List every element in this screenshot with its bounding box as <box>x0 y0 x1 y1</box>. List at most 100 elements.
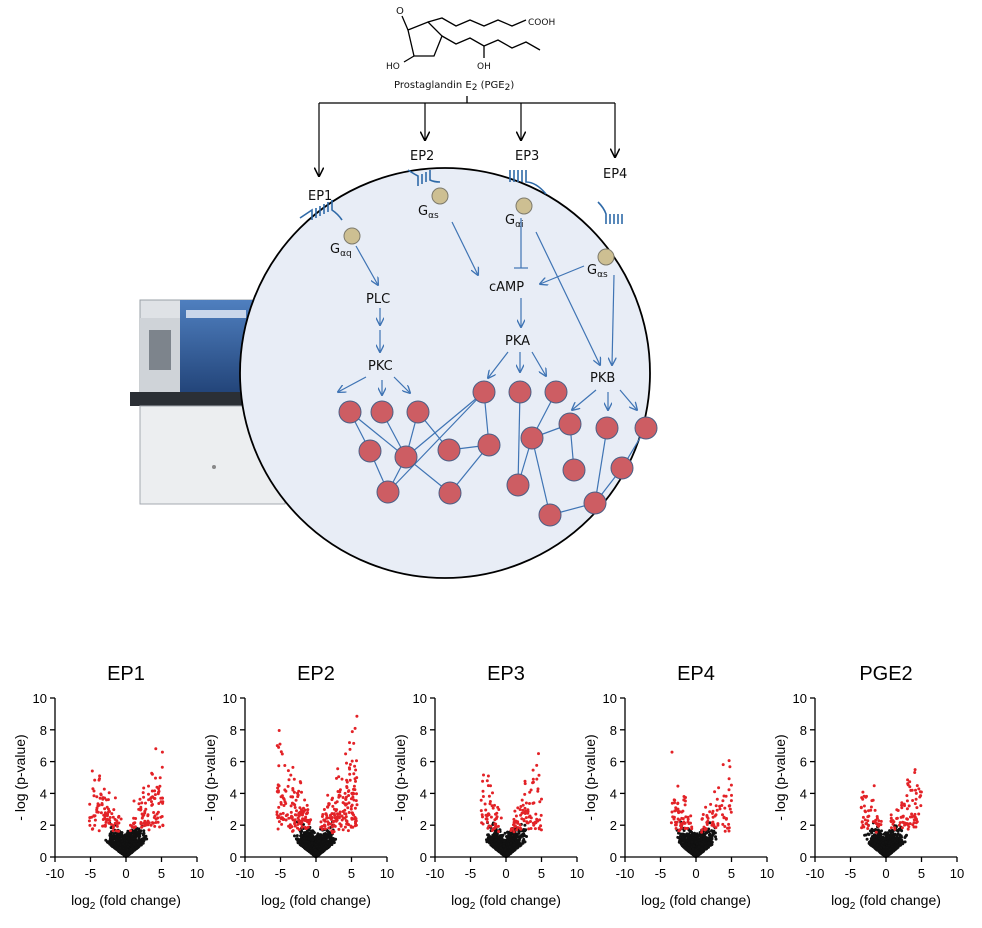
nonsignificant-point <box>710 835 714 839</box>
significant-point <box>107 807 110 811</box>
axis-lines <box>244 698 387 858</box>
significant-point <box>154 776 157 780</box>
significant-point <box>147 821 151 825</box>
significant-point <box>348 767 352 771</box>
nonsignificant-point <box>685 839 689 842</box>
significant-point <box>149 823 153 827</box>
significant-point <box>327 826 331 830</box>
nonsignificant-point <box>144 834 148 838</box>
significant-point <box>535 777 539 781</box>
significant-point <box>115 824 119 828</box>
significant-point <box>159 796 163 800</box>
significant-point <box>676 801 680 805</box>
significant-point <box>139 807 143 811</box>
protein-node <box>610 456 634 480</box>
y-tick-label: 4 <box>230 786 237 801</box>
significant-point <box>102 787 106 791</box>
nonsignificant-point <box>501 834 504 838</box>
nonsignificant-point <box>116 848 120 852</box>
significant-point <box>278 742 282 746</box>
significant-point <box>481 779 485 783</box>
significant-point <box>350 811 354 815</box>
significant-point <box>293 803 297 807</box>
significant-point <box>276 783 280 787</box>
y-tick-label: 6 <box>40 755 47 770</box>
significant-point <box>156 810 160 814</box>
significant-point <box>523 811 526 815</box>
g-protein-aq <box>343 227 361 245</box>
y-tick-label: 6 <box>420 755 427 770</box>
significant-point <box>96 810 100 814</box>
nonsignificant-point <box>502 839 506 843</box>
nonsignificant-point <box>700 842 704 846</box>
receptor-ep4 <box>597 201 623 224</box>
nonsignificant-point <box>505 835 508 838</box>
oh-label: OH <box>477 62 491 72</box>
significant-point <box>322 808 326 811</box>
significant-point <box>344 819 348 823</box>
y-axis-label: - log (p-value) <box>202 734 218 820</box>
significant-point <box>484 817 488 821</box>
significant-point <box>728 807 732 811</box>
y-tick-label: 0 <box>40 850 47 865</box>
protein-node <box>558 412 582 436</box>
significant-point <box>280 822 284 826</box>
nonsignificant-point <box>110 844 114 848</box>
significant-point <box>493 818 497 822</box>
x-tick-label: 10 <box>190 866 204 881</box>
nonsignificant-point <box>498 838 502 841</box>
significant-point <box>674 823 678 827</box>
significant-point <box>350 759 354 763</box>
significant-point <box>674 820 677 824</box>
significant-point <box>286 784 290 788</box>
nonsignificant-point <box>308 843 312 847</box>
significant-point <box>300 825 304 829</box>
data-points <box>669 750 733 859</box>
significant-point <box>339 824 343 828</box>
nonsignificant-point <box>505 851 509 855</box>
x-tick-label: -10 <box>616 866 635 881</box>
significant-point <box>494 822 498 826</box>
significant-point <box>336 767 340 771</box>
significant-point <box>483 802 487 806</box>
nonsignificant-point <box>132 842 136 846</box>
plc-label: PLC <box>366 292 390 307</box>
significant-point <box>353 726 357 730</box>
significant-point <box>297 828 301 832</box>
significant-point <box>143 821 147 825</box>
nonsignificant-point <box>310 833 314 837</box>
nonsignificant-point <box>704 845 708 849</box>
significant-point <box>344 797 348 801</box>
x-tick-label: 0 <box>502 866 509 881</box>
g-as-ep4-label: Gαs <box>587 263 608 280</box>
significant-point <box>516 806 520 810</box>
significant-point <box>537 752 540 756</box>
y-tick-label: 10 <box>33 691 47 706</box>
significant-point <box>115 819 119 823</box>
significant-point <box>335 800 339 804</box>
nonsignificant-point <box>508 849 512 853</box>
x-tick-label: 10 <box>380 866 394 881</box>
significant-point <box>727 822 731 826</box>
significant-point <box>152 816 156 819</box>
significant-point <box>300 813 304 817</box>
significant-point <box>523 792 527 796</box>
significant-point <box>722 816 726 820</box>
significant-point <box>684 815 688 819</box>
protein-node <box>438 481 462 505</box>
significant-point <box>291 829 294 833</box>
nonsignificant-point <box>296 839 300 843</box>
significant-point <box>117 814 121 818</box>
significant-point <box>293 806 297 809</box>
significant-point <box>155 785 159 789</box>
significant-point <box>92 814 96 818</box>
significant-point <box>93 823 97 827</box>
significant-point <box>283 764 287 767</box>
significant-point <box>150 789 154 793</box>
nonsignificant-point <box>122 836 126 840</box>
significant-point <box>157 802 161 805</box>
significant-point <box>142 795 146 799</box>
nonsignificant-point <box>299 834 303 838</box>
significant-point <box>486 826 490 830</box>
significant-point <box>479 809 483 813</box>
